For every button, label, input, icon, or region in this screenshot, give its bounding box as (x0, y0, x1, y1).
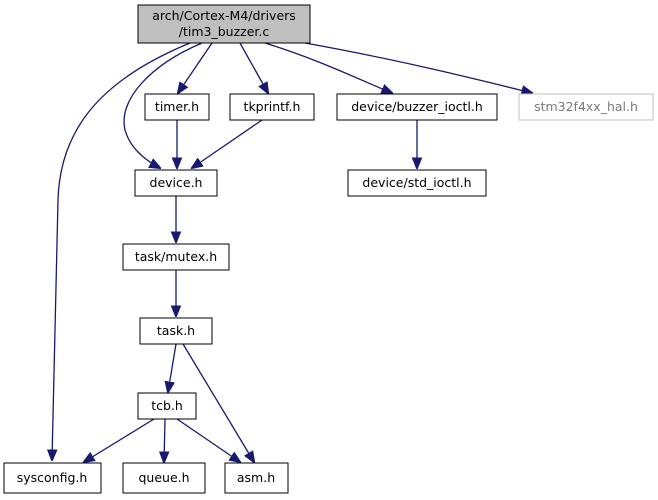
tcb-label: tcb.h (151, 398, 183, 413)
sysconfig-label: sysconfig.h (17, 470, 88, 485)
edge-tcb-queue (164, 418, 165, 462)
node-root[interactable]: arch/Cortex-M4/drivers /tim3_buzzer.c (137, 4, 311, 44)
buzzer-ioctl-label: device/buzzer_ioctl.h (351, 99, 483, 114)
node-queue[interactable]: queue.h (122, 462, 206, 494)
edges (52, 42, 532, 462)
node-stm32[interactable]: stm32f4xx_hal.h (518, 93, 654, 121)
asm-label: asm.h (237, 470, 275, 485)
node-mutex[interactable]: task/mutex.h (122, 243, 230, 271)
node-std-ioctl[interactable]: device/std_ioctl.h (347, 169, 487, 197)
root-label-line2: /tim3_buzzer.c (179, 24, 270, 39)
node-sysconfig[interactable]: sysconfig.h (3, 462, 102, 494)
node-device[interactable]: device.h (134, 169, 218, 197)
timer-label: timer.h (155, 99, 199, 114)
root-label-line1: arch/Cortex-M4/drivers (152, 8, 296, 23)
device-label: device.h (150, 175, 203, 190)
node-task[interactable]: task.h (139, 317, 213, 345)
edge-root-timer (178, 42, 213, 93)
edge-tcb-asm (176, 418, 240, 462)
edge-tkprintf-device (192, 119, 263, 168)
node-buzzer-ioctl[interactable]: device/buzzer_ioctl.h (336, 93, 498, 121)
queue-label: queue.h (138, 470, 189, 485)
edge-tcb-sysconfig (84, 418, 155, 462)
mutex-label: task/mutex.h (135, 249, 217, 264)
edge-task-tcb (168, 343, 177, 392)
edge-root-tkprintf (239, 42, 268, 93)
edge-root-buzzer-ioctl (264, 42, 392, 93)
node-asm[interactable]: asm.h (224, 462, 289, 494)
node-tkprintf[interactable]: tkprintf.h (229, 93, 315, 121)
stm32-label: stm32f4xx_hal.h (534, 99, 638, 114)
task-label: task.h (157, 323, 195, 338)
edge-task-asm (182, 343, 254, 462)
edge-root-sysconfig (52, 42, 191, 460)
node-tcb[interactable]: tcb.h (137, 392, 197, 420)
edge-root-device (123, 42, 203, 168)
node-timer[interactable]: timer.h (144, 93, 210, 121)
tkprintf-label: tkprintf.h (244, 99, 301, 114)
edge-root-stm32 (304, 42, 532, 93)
std-ioctl-label: device/std_ioctl.h (362, 175, 471, 190)
